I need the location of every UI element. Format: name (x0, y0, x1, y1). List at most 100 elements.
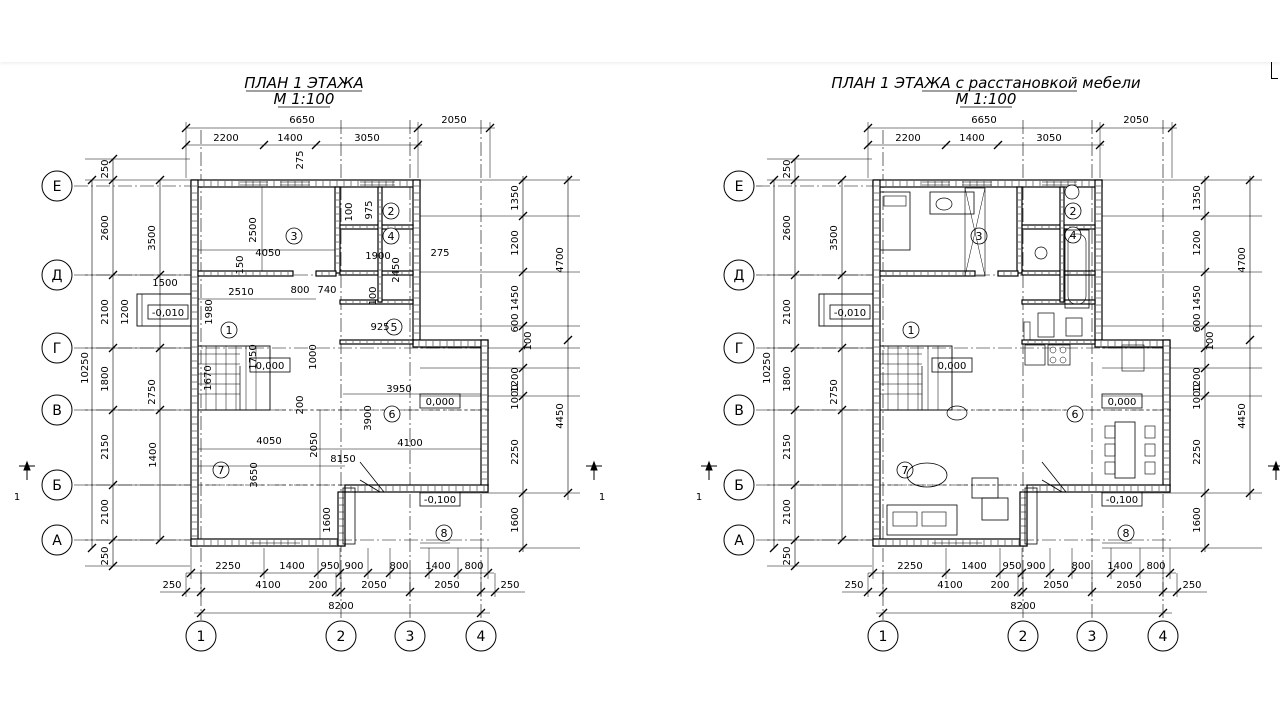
dim-bottom-2: 200 (990, 580, 1009, 591)
room-number-4 (382, 227, 400, 245)
dimension-tick (155, 175, 165, 185)
dim-bottom-2: 250 (500, 580, 519, 591)
axis-label: В (52, 403, 62, 419)
axis-bubble-Б (723, 469, 755, 501)
dim-top: 3050 (1036, 133, 1061, 144)
dim-left-mid: 3500 (829, 225, 840, 250)
dim-right: 1350 (1192, 185, 1203, 210)
partition (315, 270, 337, 277)
bathtub-inner (1067, 233, 1087, 305)
axis-bubble-В (723, 394, 755, 426)
interior-dimension: 4050 (255, 248, 280, 259)
dim-right: 2250 (1192, 439, 1203, 464)
sofa-cushion (921, 511, 947, 527)
door-swing (359, 479, 381, 493)
dim-bottom-total: 8200 (328, 601, 353, 612)
dimension-tick (837, 343, 847, 353)
dim-right: 1600 (1192, 507, 1203, 532)
dimension-tick (1095, 140, 1105, 150)
dimension-tick (155, 343, 165, 353)
dim-right-outer: 4450 (555, 403, 566, 428)
dimension-tick (563, 488, 573, 498)
dim-right: 1000 (1192, 384, 1203, 409)
dim-top-total: 6650 (289, 115, 314, 126)
interior-dimension: 8150 (330, 454, 355, 465)
interior-dimension: 275 (430, 248, 449, 259)
axis-bubble-3 (1076, 620, 1108, 652)
interior-dimension: 1900 (365, 251, 390, 262)
dining-table (1114, 421, 1136, 479)
office-chair (935, 197, 953, 211)
dimension-tick (863, 140, 873, 150)
dimension-tick (181, 140, 191, 150)
bed (879, 191, 911, 251)
interior-dimension: 1500 (152, 278, 177, 289)
bathtub (1064, 229, 1090, 309)
axis-bubble-Д (723, 259, 755, 291)
dim-bottom-2: 250 (844, 580, 863, 591)
dim-bottom-2: 2050 (1116, 580, 1141, 591)
room-number-label: 2 (1070, 205, 1077, 218)
dim-left: 2600 (782, 215, 793, 240)
rug (906, 462, 948, 488)
room-number-label: 4 (388, 230, 395, 243)
axis-label: 2 (1019, 629, 1028, 645)
dim-right: 600 (1192, 313, 1203, 332)
dimension-tick (563, 335, 573, 345)
room-number-label: 2 (388, 205, 395, 218)
room-number-label: 8 (441, 527, 448, 540)
partition (1016, 186, 1023, 274)
interior-dimension: 1980 (204, 299, 215, 324)
kitchen-sink (1024, 344, 1046, 366)
interior-dimension: 740 (317, 285, 336, 296)
window-corner-mark (1271, 62, 1278, 79)
coffee-table (946, 405, 968, 421)
burner (1059, 346, 1067, 354)
level-box (931, 357, 973, 373)
dim-right: 1200 (510, 230, 521, 255)
interior-dimension: 800 (290, 285, 309, 296)
dim-bottom-2: 250 (1182, 580, 1201, 591)
axis-bubble-1 (867, 620, 899, 652)
partition (1021, 299, 1096, 305)
room-number-5 (385, 318, 403, 336)
dim-left: 2100 (100, 299, 111, 324)
partition (997, 270, 1019, 277)
dimension-tick (769, 543, 779, 553)
interior-dimension: 2510 (228, 287, 253, 298)
exterior-wall-right-upper (412, 179, 421, 341)
dim-left: 250 (100, 546, 111, 565)
dim-left-mid: 3500 (147, 225, 158, 250)
dimension-tick (155, 270, 165, 280)
axis-label: Д (734, 268, 745, 284)
dimension-tick (1245, 488, 1255, 498)
axis-label: 3 (406, 629, 415, 645)
level-mark: 0,000 (1108, 397, 1137, 408)
plan-scale: М 1:100 (956, 90, 1017, 108)
dimension-tick (993, 140, 1003, 150)
dimension-tick (769, 175, 779, 185)
axis-bubble-А (41, 524, 73, 556)
axis-label: 1 (197, 629, 206, 645)
axis-label: А (52, 533, 62, 549)
room-number-2 (382, 202, 400, 220)
interior-dimension: 975 (364, 200, 375, 219)
wardrobe-door (964, 187, 986, 277)
plan-title: ПЛАН 1 ЭТАЖА с расстановкой мебели (831, 74, 1141, 92)
axis-bubble-Д (41, 259, 73, 291)
dim-bottom-2: 250 (162, 580, 181, 591)
axis-label: 4 (477, 629, 486, 645)
wardrobe (964, 187, 986, 277)
dim-left-total: 10250 (80, 352, 91, 384)
axis-label: 1 (879, 629, 888, 645)
dim-right: 600 (510, 313, 521, 332)
dimension-tick (87, 543, 97, 553)
axis-bubble-А (723, 524, 755, 556)
burner (1049, 346, 1057, 354)
partition (1059, 186, 1065, 303)
room-number-label: 4 (1070, 229, 1077, 242)
dim-bottom: 1400 (425, 561, 450, 572)
dim-bottom: 900 (1026, 561, 1045, 572)
door-swing (1041, 461, 1067, 493)
